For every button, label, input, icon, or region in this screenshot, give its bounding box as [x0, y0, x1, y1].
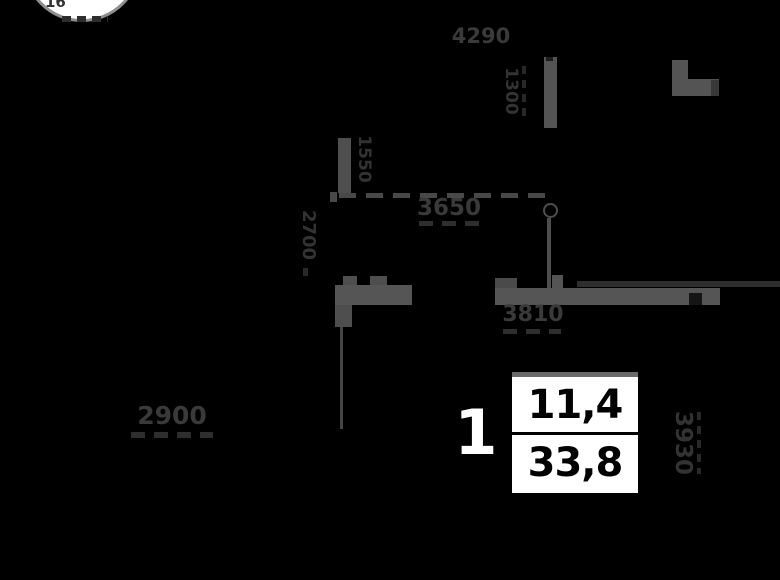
door-opening-notch — [689, 293, 702, 305]
dim-right-vertical: 3930 — [670, 410, 696, 475]
wall-midleft-tooth-1 — [343, 276, 357, 286]
total-area-value: 33,8 — [527, 440, 624, 486]
dashed-line-left-vertical — [303, 268, 308, 279]
unit-number: 1 — [454, 396, 498, 469]
dim-bottom-left-width: 2900 — [137, 401, 207, 430]
balcony-line — [577, 281, 780, 287]
dashed-line-under-badge — [62, 16, 108, 22]
area-label-box: 11,4 33,8 — [512, 377, 638, 493]
wall-left-middle — [338, 138, 351, 193]
dim-bottom-left-underline — [131, 432, 213, 438]
level-badge-number: 16 — [45, 0, 66, 11]
wall-top-middle-notch — [546, 57, 553, 61]
interior-wall-line-left — [340, 327, 343, 429]
wall-above-area-box — [512, 372, 638, 378]
wall-midleft-bar — [335, 285, 412, 305]
wall-top-right-horizontal — [672, 79, 719, 96]
dashed-line-top-inner — [522, 66, 526, 120]
dim-line-end-tick — [330, 192, 337, 202]
dim-top-inner-vertical: 1300 — [501, 67, 521, 115]
wall-top-right-tip — [711, 80, 719, 96]
dashed-line-right-vertical — [697, 412, 701, 474]
dim-middle-underline — [419, 221, 479, 226]
wall-bottom-bar — [495, 288, 720, 305]
interior-wall-line-right — [547, 218, 551, 292]
dim-left-vertical: 2700 — [298, 209, 319, 261]
wall-midleft-tooth-2 — [370, 276, 387, 286]
dim-lower-middle-width: 3810 — [502, 302, 564, 327]
dim-upper-left-vertical: 1550 — [354, 135, 374, 183]
wall-bottom-stub — [552, 275, 563, 288]
column-ring-marker — [543, 203, 558, 218]
dim-top-width: 4290 — [451, 24, 511, 48]
wall-bottom-junction — [495, 278, 517, 288]
dim-lower-middle-underline — [503, 329, 561, 334]
dim-middle-width: 3650 — [416, 195, 481, 221]
wall-top-middle — [544, 57, 557, 128]
living-area-value: 11,4 — [512, 377, 638, 435]
wall-midleft-stub — [335, 305, 352, 327]
dashed-dimension-line-middle — [339, 193, 555, 198]
